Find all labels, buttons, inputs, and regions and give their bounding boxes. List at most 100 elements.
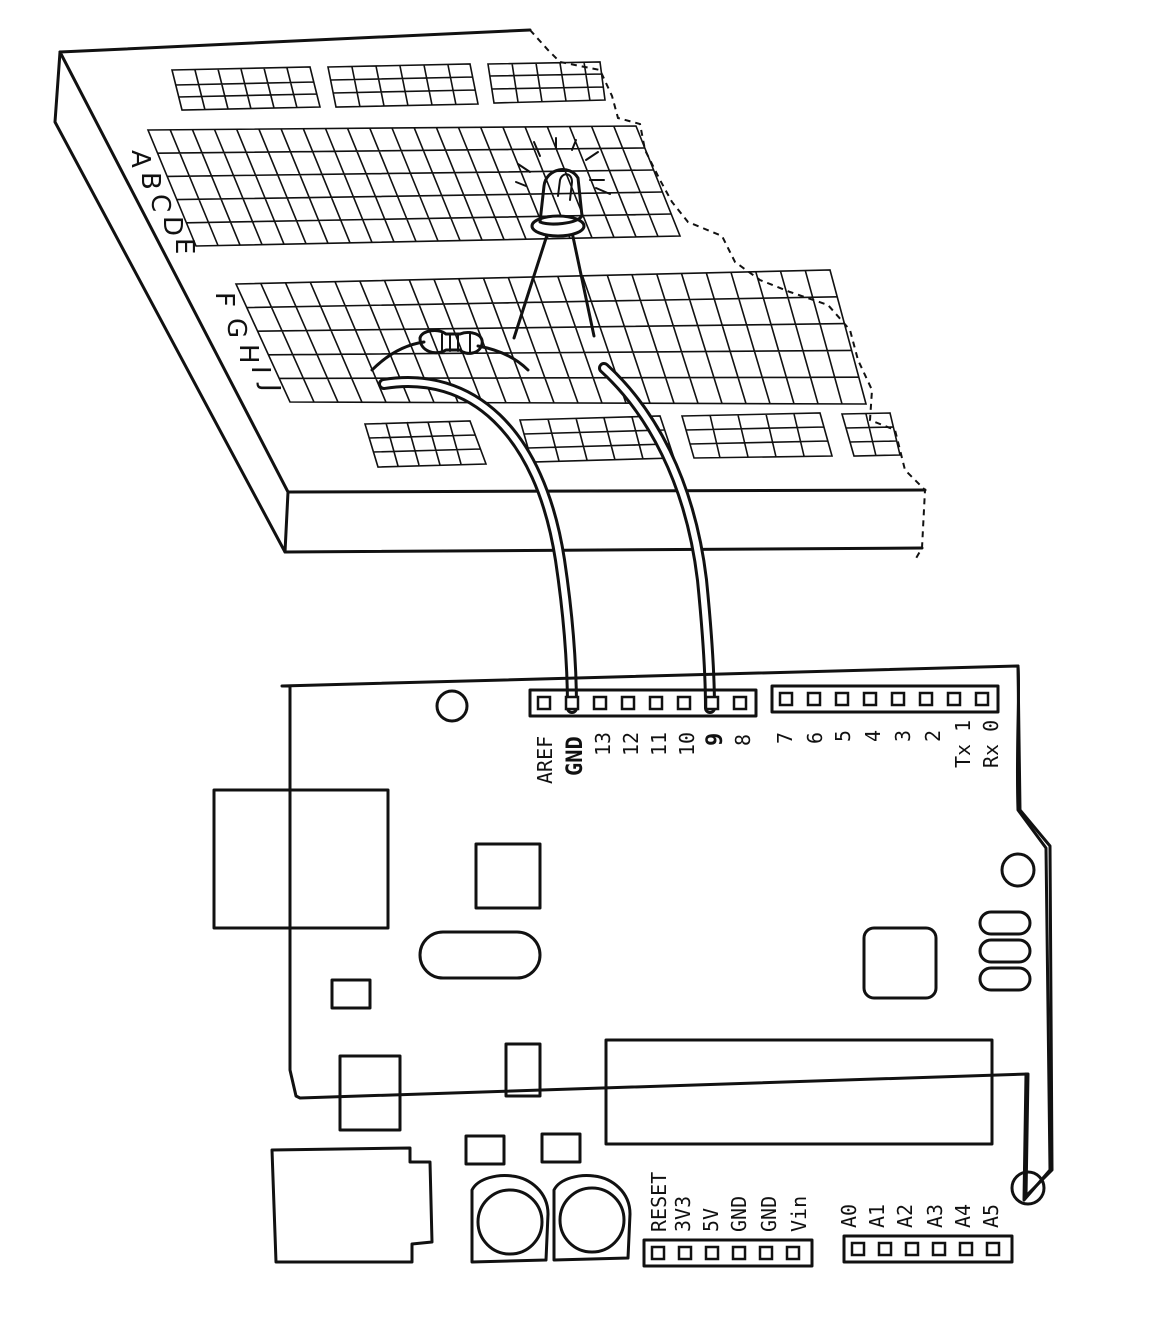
pin-label-a4: A4 xyxy=(951,1204,975,1228)
header-pin xyxy=(958,1241,974,1257)
header-pin xyxy=(704,695,720,711)
pin-label-rx0: Rx 0 xyxy=(979,720,1003,768)
row-label: H xyxy=(233,344,263,364)
usb-chip xyxy=(862,926,938,1000)
pin-label-3: 3 xyxy=(891,730,915,742)
pin-label-7: 7 xyxy=(773,732,797,744)
header-pin xyxy=(650,1245,666,1261)
header-pin xyxy=(676,695,692,711)
capacitor xyxy=(552,1174,632,1262)
terminal-grid-f-j xyxy=(234,269,868,405)
board-outline xyxy=(280,664,1054,1198)
pin-label-aref: AREF xyxy=(533,736,557,784)
pin-label-2: 2 xyxy=(921,730,945,742)
header-pin xyxy=(592,695,608,711)
digital-header-a-labels: AREF GND 13 12 11 10 9 8 xyxy=(533,732,755,784)
header-pins xyxy=(536,695,748,711)
header-pin xyxy=(620,695,636,711)
small-chip xyxy=(474,842,542,910)
board-outline xyxy=(1015,664,1052,1202)
header-pin xyxy=(778,691,794,707)
row-label: B xyxy=(135,172,165,190)
digital-header-b-labels: 7 6 5 4 3 2 Tx 1 Rx 0 xyxy=(773,720,1003,768)
header-pins xyxy=(778,691,990,707)
usb-connector xyxy=(212,788,390,930)
analog-header-labels: A0 A1 A2 A3 A4 A5 xyxy=(837,1204,1003,1228)
pin-label-3v3: 3V3 xyxy=(671,1196,695,1232)
smd-component xyxy=(540,1132,582,1164)
grid-line xyxy=(157,125,672,246)
led-leg-cathode xyxy=(512,230,550,340)
header-pin xyxy=(974,691,990,707)
pin-label-4: 4 xyxy=(861,730,885,742)
wire-gnd xyxy=(378,376,578,714)
led-leg-anode xyxy=(570,230,596,338)
header-housing xyxy=(528,688,758,718)
digital-header-b xyxy=(770,684,1000,714)
grid-line xyxy=(246,270,859,405)
terminal-grid-a-e xyxy=(146,125,682,247)
pin-label-11: 11 xyxy=(647,732,671,756)
header-pin xyxy=(731,1245,747,1261)
pin-label-a0: A0 xyxy=(837,1204,861,1228)
row-label: C xyxy=(145,194,175,212)
breadboard-torn-edge xyxy=(529,29,927,561)
row-label: F xyxy=(209,292,239,307)
header-pin xyxy=(918,691,934,707)
pin-label-13: 13 xyxy=(591,732,615,756)
row-label: I xyxy=(245,366,275,374)
capacitor xyxy=(470,1174,550,1264)
pin-label-gnd-power: GND xyxy=(727,1196,751,1232)
header-pin xyxy=(648,695,664,711)
header-pin xyxy=(834,691,850,707)
resistor xyxy=(370,329,530,372)
resistor-lead xyxy=(476,344,530,372)
smd-component xyxy=(464,1134,506,1166)
header-pin xyxy=(985,1241,1001,1257)
row-label: E xyxy=(169,238,199,254)
capacitor-top xyxy=(476,1188,544,1256)
led xyxy=(512,137,611,340)
microcontroller xyxy=(604,1038,994,1146)
row-label: A xyxy=(125,150,155,168)
terminal-grid-lines xyxy=(157,125,859,405)
voltage-regulator xyxy=(338,1054,402,1132)
header-pin xyxy=(862,691,878,707)
pin-label-tx1: Tx 1 xyxy=(951,720,975,768)
header-pins xyxy=(850,1241,1001,1257)
capacitor-top xyxy=(558,1186,626,1254)
row-label: G xyxy=(221,318,251,338)
smd-component xyxy=(504,1042,542,1098)
top-power-rail xyxy=(170,61,606,111)
led-bulb xyxy=(538,168,584,226)
resistor-body xyxy=(418,329,484,355)
header-pin xyxy=(931,1241,947,1257)
board-led xyxy=(978,910,1032,936)
pin-label-5: 5 xyxy=(831,730,855,742)
power-jack xyxy=(270,1146,434,1264)
pin-label-5v: 5V xyxy=(699,1208,723,1232)
board-led xyxy=(978,938,1032,964)
row-labels-top: A B C D E xyxy=(125,150,199,254)
pin-label-gnd-power: GND xyxy=(757,1196,781,1232)
header-pin xyxy=(806,691,822,707)
pin-label-a1: A1 xyxy=(865,1204,889,1228)
header-housing xyxy=(642,1238,814,1268)
smd-component xyxy=(330,978,372,1010)
header-pin xyxy=(785,1245,801,1261)
header-pin xyxy=(850,1241,866,1257)
mounting-hole xyxy=(435,689,469,723)
header-pin xyxy=(564,695,580,711)
header-pin xyxy=(536,695,552,711)
header-pin xyxy=(732,695,748,711)
pin-label-8: 8 xyxy=(731,734,755,746)
pin-label-6: 6 xyxy=(803,732,827,744)
row-labels-bottom: F G H I J xyxy=(209,292,285,392)
header-pin xyxy=(758,1245,774,1261)
pin-label-a3: A3 xyxy=(923,1204,947,1228)
header-housing xyxy=(842,1234,1014,1264)
pin-label-12: 12 xyxy=(619,732,643,756)
digital-header-a xyxy=(528,688,758,718)
breadboard-front-face xyxy=(53,50,924,554)
